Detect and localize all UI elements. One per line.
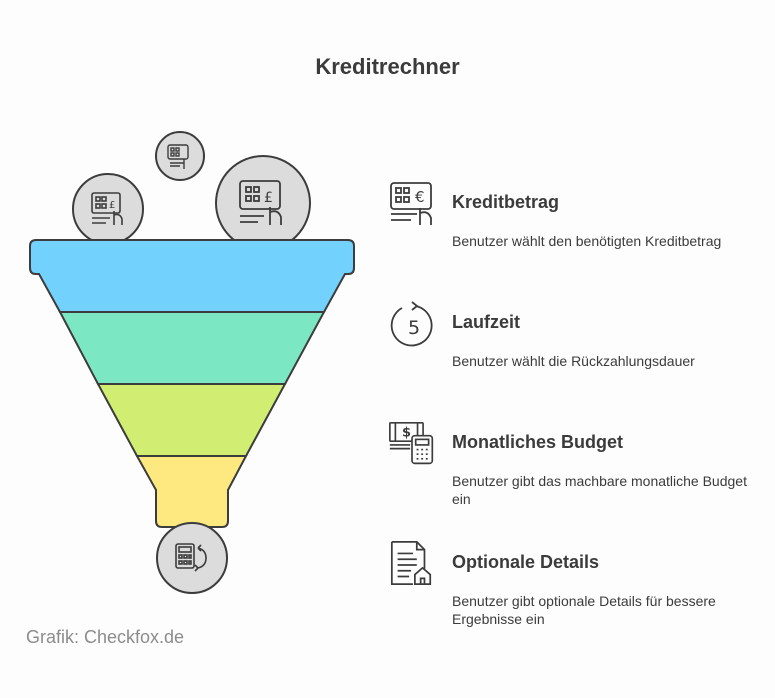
step-label: Optionale Details	[452, 552, 600, 572]
funnel-layer-2	[58, 311, 326, 385]
footer-credit: Grafik: Checkfox.de	[26, 627, 185, 647]
calculator-pound-icon	[167, 144, 189, 169]
calculator-euro-icon: €	[390, 182, 432, 225]
funnel-input-circle-small	[155, 131, 205, 181]
page-title: Kreditrechner	[315, 54, 460, 79]
step-description: Benutzer wählt den benötigten Kreditbetr…	[452, 233, 722, 249]
calculator-pound-icon: £	[239, 180, 282, 225]
funnel-input-circle-large: £	[215, 155, 311, 251]
calculator-pound-icon: £	[91, 192, 123, 225]
funnel-layer-3	[96, 383, 287, 457]
funnel-diagram: £ £	[29, 131, 355, 594]
step-description: Benutzer wählt die Rückzahlungsdauer	[452, 353, 695, 369]
step-label: Laufzeit	[452, 312, 521, 332]
funnel-layer-4	[135, 455, 248, 528]
calculator-refresh-icon	[175, 543, 207, 572]
step-description: Benutzer gibt das machbare monatliche Bu…	[452, 473, 747, 507]
step-label: Kreditbetrag	[452, 192, 560, 212]
timer-icon: 5	[390, 301, 433, 347]
funnel-layer-1	[29, 239, 355, 313]
step-label: Monatliches Budget	[452, 432, 624, 452]
money-calculator-icon: $	[389, 421, 434, 465]
funnel-output-circle	[156, 522, 228, 594]
funnel-input-circle-left: £	[72, 173, 144, 245]
document-house-icon	[390, 541, 432, 586]
step-description: Benutzer gibt optionale Details für bess…	[452, 593, 716, 627]
dollar-sign: $	[402, 426, 411, 441]
svg-text:€: €	[415, 188, 425, 206]
timer-number: 5	[408, 317, 420, 339]
svg-text:£: £	[109, 200, 115, 211]
svg-text:£: £	[264, 190, 273, 206]
